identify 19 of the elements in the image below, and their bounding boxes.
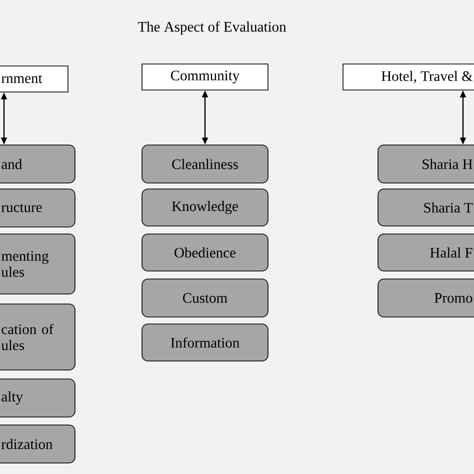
aspect-box: Sharia H	[378, 144, 474, 184]
category-box: rnment	[0, 66, 68, 92]
aspect-box: Information	[142, 324, 268, 362]
aspect-box: and	[0, 144, 76, 184]
aspect-box: Promo	[378, 278, 474, 318]
aspect-box: cation of ules	[0, 304, 76, 370]
category-box: Hotel, Travel &	[342, 64, 474, 90]
aspect-box: alty	[0, 378, 76, 418]
aspect-box: Sharia T	[378, 188, 474, 226]
aspect-box: Knowledge	[142, 188, 268, 226]
aspect-box: menting ules	[0, 234, 76, 294]
category-box: Community	[142, 64, 268, 90]
aspect-box: Custom	[142, 278, 268, 318]
aspect-box: Obedience	[142, 234, 268, 272]
aspect-box: Halal F	[378, 234, 474, 272]
title: The Aspect of Evaluation	[138, 21, 286, 35]
aspect-box: Cleanliness	[142, 144, 268, 184]
aspect-box: rdization	[0, 424, 76, 464]
aspect-box: ructure	[0, 188, 76, 228]
